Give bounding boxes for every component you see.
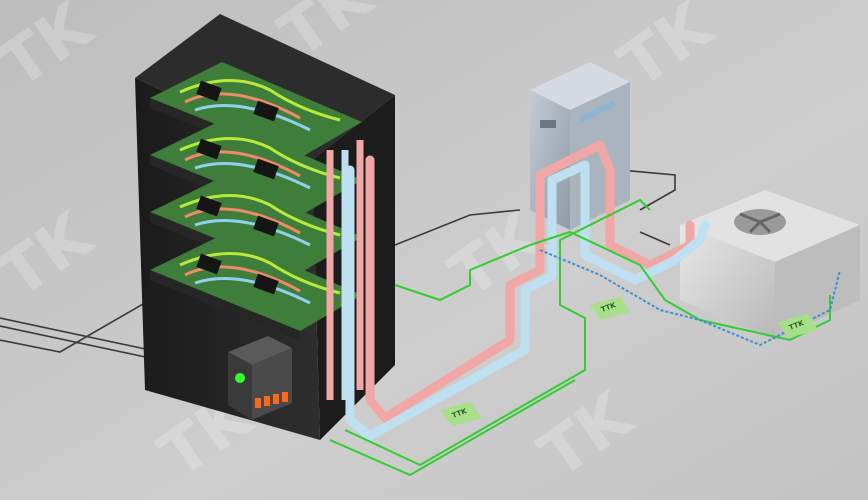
- server-tray-4: [150, 235, 362, 341]
- leak-controller: [228, 336, 292, 420]
- status-led: [235, 373, 245, 383]
- floor-cables: [0, 169, 676, 359]
- cdu-cabinet: [530, 62, 630, 230]
- fan-icon: [734, 209, 786, 235]
- ttk-tag-1: TTK: [440, 402, 482, 426]
- ttk-tag-3: TTK: [778, 314, 818, 338]
- sensing-rope-blue: [539, 249, 841, 347]
- leak-detection-cable: [329, 198, 831, 477]
- dry-cooler: [680, 190, 860, 340]
- ttk-tag-2: TTK: [590, 297, 630, 320]
- server-rack: [135, 14, 395, 440]
- coolant-pipes: [345, 140, 710, 441]
